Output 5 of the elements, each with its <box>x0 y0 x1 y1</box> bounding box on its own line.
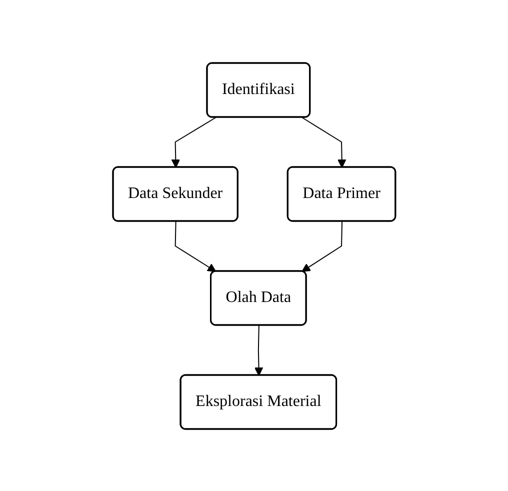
arrow <box>174 220 216 272</box>
arrow <box>301 220 342 272</box>
arrow <box>301 116 346 168</box>
arrow <box>171 116 216 168</box>
arrow <box>254 324 263 376</box>
